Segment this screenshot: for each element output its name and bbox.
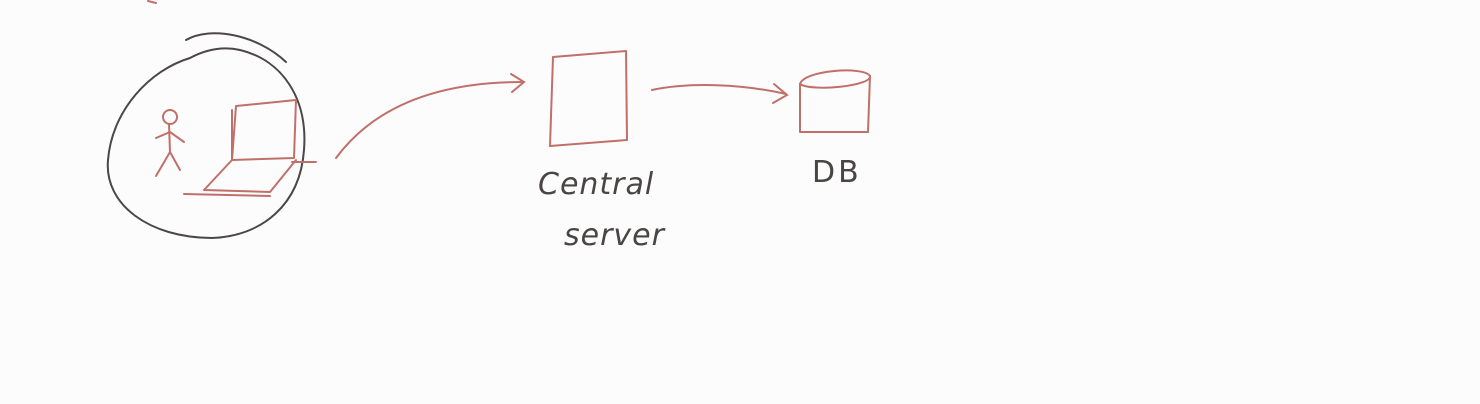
arrow-client-to-server [335,73,526,159]
stick-figure-icon [155,109,185,177]
database-cylinder-icon [799,69,871,133]
server-label-line2: server [564,218,666,253]
arrow-server-to-db [651,83,789,104]
client-circle [106,47,306,240]
stray-mark [147,0,157,4]
server-box-icon [549,50,628,147]
server-label-line1: Central [538,167,654,202]
client-circle-overdraw [185,32,287,63]
laptop-icon [183,99,317,197]
db-label: DB [812,155,862,190]
client-group [106,32,317,240]
